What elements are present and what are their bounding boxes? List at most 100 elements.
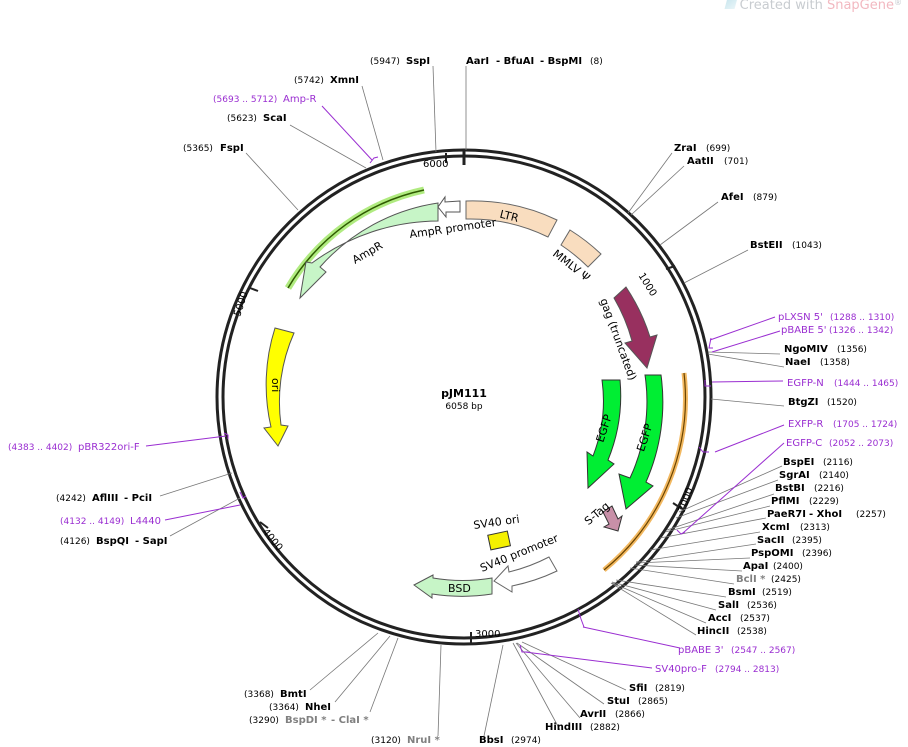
enzyme-bsmi[interactable]: BsmI — [728, 587, 756, 598]
primer-pbabe-3[interactable]: pBABE 3' — [678, 645, 724, 656]
enzyme-apai[interactable]: ApaI — [743, 561, 768, 572]
primer-range-egfp-n: (1444 .. 1465) — [834, 379, 898, 389]
feature-mmlv-psi[interactable] — [560, 229, 602, 268]
enzyme-acci[interactable]: AccI — [708, 613, 731, 624]
feature-bsd[interactable] — [413, 574, 493, 599]
enzyme-naei[interactable]: NaeI — [785, 357, 811, 368]
primer-labels: (5693 .. 5712) Amp-R pLXSN 5' (1288 .. 1… — [8, 94, 898, 675]
enzyme-bspei[interactable]: BspEI — [783, 457, 814, 468]
primer-exfp-r[interactable]: EXFP-R — [788, 419, 823, 430]
primer-range-sv40pro-f: (2794 .. 2813) — [715, 665, 779, 675]
enzyme-pos-bspdi: (3290) — [249, 716, 279, 726]
primer-range-exfp-r: (1705 .. 1724) — [833, 420, 897, 430]
feature-label-bsd: BSD — [448, 582, 471, 595]
enzyme-bcli[interactable]: BclI * — [736, 574, 766, 585]
enzyme-bspmi[interactable]: - BspMI — [540, 56, 582, 67]
enzyme-pos-bsmi: (2519) — [762, 588, 792, 598]
enzyme-btgzi[interactable]: BtgZI — [788, 397, 819, 408]
feature-ampr[interactable] — [299, 202, 439, 300]
feature-sv40-promoter[interactable] — [493, 556, 558, 593]
enzyme-paer7i[interactable]: PaeR7I — [767, 509, 806, 520]
primer-egfp-n[interactable]: EGFP-N — [787, 378, 824, 389]
enzyme-clai[interactable]: - ClaI * — [331, 715, 369, 726]
enzyme-aari[interactable]: AarI — [466, 56, 489, 67]
enzyme-pos-afei: (879) — [753, 193, 777, 203]
feature-egfp-2[interactable] — [618, 374, 664, 510]
enzyme-stui[interactable]: StuI — [607, 696, 630, 707]
enzyme-nrui[interactable]: NruI * — [407, 735, 441, 746]
enzyme-pos-sspi: (5947) — [370, 57, 400, 67]
primer-pbabe-5[interactable]: pBABE 5' — [781, 325, 827, 336]
primer-egfp-c[interactable]: EGFP-C — [786, 438, 822, 449]
feature-ltr[interactable] — [465, 200, 558, 238]
enzyme-sali[interactable]: SalI — [718, 600, 739, 611]
enzyme-xhoi[interactable]: - XhoI — [809, 509, 842, 520]
feature-ampr-promoter[interactable] — [437, 195, 461, 219]
enzyme-pos-pflmi: (2229) — [809, 497, 839, 507]
enzyme-bstbi[interactable]: BstBI — [775, 483, 805, 494]
enzyme-bmti[interactable]: BmtI — [280, 689, 307, 700]
tick-label-1000: 1000 — [636, 271, 659, 298]
enzyme-hincii[interactable]: HincII — [697, 626, 729, 637]
enzyme-pcii[interactable]: - PciI — [124, 493, 152, 504]
enzyme-pos-nrui: (3120) — [371, 736, 401, 746]
enzyme-afliii[interactable]: AflIII — [92, 493, 118, 504]
primer-range-pbabe-3: (2547 .. 2567) — [731, 646, 795, 656]
enzyme-pos-hincii: (2538) — [737, 627, 767, 637]
enzyme-sgrai[interactable]: SgrAI — [779, 470, 810, 481]
feature-sv40-ori[interactable] — [487, 530, 512, 551]
enzyme-pos-zrai: (699) — [706, 144, 730, 154]
enzyme-sspi[interactable]: SspI — [406, 56, 430, 67]
enzyme-ngomiv[interactable]: NgoMIV — [784, 344, 828, 355]
enzyme-pspomi[interactable]: PspOMI — [751, 548, 793, 559]
enzyme-pos-xcmi: (2313) — [800, 523, 830, 533]
enzyme-xmni[interactable]: XmnI — [330, 75, 359, 86]
enzyme-bsteii[interactable]: BstEII — [750, 240, 783, 251]
enzyme-pos-bsteii: (1043) — [792, 241, 822, 251]
primer-amp-r[interactable]: Amp-R — [283, 94, 317, 105]
enzyme-bspqi[interactable]: BspQI — [96, 536, 129, 547]
feature-ori[interactable] — [263, 327, 295, 447]
enzyme-pos-btgzi: (1520) — [827, 398, 857, 408]
enzyme-pos-scai: (5623) — [227, 114, 257, 124]
enzyme-pos-bspei: (2116) — [823, 458, 853, 468]
enzyme-fspi[interactable]: FspI — [220, 143, 244, 154]
snapgene-watermark: Created with SnapGene® — [724, 0, 902, 13]
primer-range-pbr322ori-f: (4383 .. 4402) — [8, 443, 72, 453]
enzyme-sapi[interactable]: - SapI — [135, 536, 167, 547]
enzyme-nhei[interactable]: NheI — [305, 702, 331, 713]
plasmid-size: 6058 bp — [445, 402, 482, 412]
tick-label-5000: 5000 — [232, 290, 250, 318]
enzyme-pos-xmni: (5742) — [294, 76, 324, 86]
enzyme-scai[interactable]: ScaI — [263, 113, 287, 124]
primer-range-amp-r: (5693 .. 5712) — [213, 95, 277, 105]
enzyme-pos-xhoi: (2257) — [856, 510, 886, 520]
tick-label-2000: 2000 — [677, 486, 696, 514]
feature-egfp-1[interactable] — [586, 379, 622, 490]
enzyme-bbsi[interactable]: BbsI — [479, 735, 503, 746]
primer-plxsn-5[interactable]: pLXSN 5' — [778, 312, 823, 323]
enzyme-afei[interactable]: AfeI — [721, 192, 744, 203]
primer-pbr322ori-f[interactable]: pBR322ori-F — [78, 442, 140, 453]
primer-sv40pro-f[interactable]: SV40pro-F — [655, 664, 707, 675]
primer-range-pbabe-5: (1326 .. 1342) — [829, 326, 893, 336]
enzyme-bfuai[interactable]: - BfuAI — [496, 56, 534, 67]
feature-s-tag[interactable] — [602, 505, 623, 532]
primer-range-l4440: (4132 .. 4149) — [60, 517, 124, 527]
enzyme-pflmi[interactable]: PflMI — [771, 496, 799, 507]
enzyme-zrai[interactable]: ZraI — [674, 143, 697, 154]
plasmid-name: pJM111 — [441, 387, 487, 400]
primer-l4440[interactable]: L4440 — [130, 516, 161, 527]
feature-gag-truncated[interactable] — [613, 286, 658, 370]
enzyme-sacii[interactable]: SacII — [757, 535, 784, 546]
enzyme-sfii[interactable]: SfiI — [629, 683, 647, 694]
enzyme-aatii[interactable]: AatII — [687, 156, 714, 167]
enzyme-xcmi[interactable]: XcmI — [762, 522, 790, 533]
primer-range-egfp-c: (2052 .. 2073) — [829, 439, 893, 449]
enzyme-leader-lines — [159, 65, 785, 737]
enzyme-pos-pspomi: (2396) — [802, 549, 832, 559]
enzyme-hindiii[interactable]: HindIII — [545, 722, 582, 733]
enzyme-pos-sali: (2536) — [747, 601, 777, 611]
enzyme-avrii[interactable]: AvrII — [580, 709, 606, 720]
enzyme-bspdi[interactable]: BspDI * — [285, 715, 327, 726]
